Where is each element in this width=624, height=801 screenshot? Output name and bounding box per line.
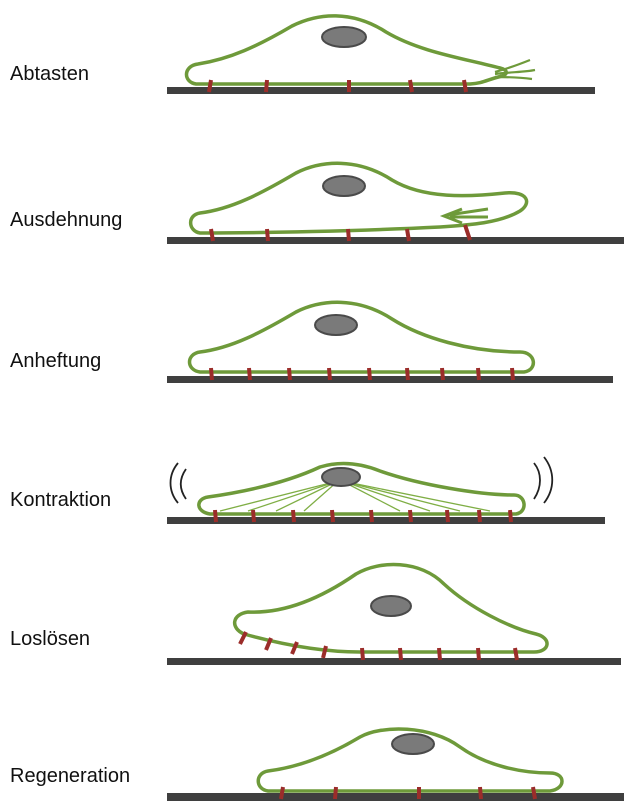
lamellipodium-arrow	[444, 209, 488, 223]
cell-membrane	[199, 464, 524, 514]
cell-nucleus	[371, 596, 411, 616]
ausdehnung-cell-diagram	[0, 133, 624, 266]
substrate-bar	[167, 658, 621, 665]
cell-nucleus	[322, 468, 360, 486]
substrate-bar	[167, 517, 605, 524]
filopodia	[495, 60, 535, 79]
substrate-bar	[167, 87, 595, 94]
vibration-left-icon	[171, 463, 187, 503]
cell-nucleus	[392, 734, 434, 754]
stage-kontraktion: Kontraktion	[0, 399, 624, 532]
substrate-bar	[167, 376, 613, 383]
substrate-bar	[167, 237, 624, 244]
cell-nucleus	[315, 315, 357, 335]
stage-regeneration: Regeneration	[0, 665, 624, 801]
stage-losloesen: Loslösen	[0, 532, 624, 665]
stage-ausdehnung: Ausdehnung	[0, 133, 624, 266]
cell-membrane	[191, 163, 527, 233]
cell-nucleus	[323, 176, 365, 196]
losloesen-cell-diagram	[0, 532, 624, 665]
abtasten-cell-diagram	[0, 0, 624, 133]
substrate-bar	[167, 793, 624, 801]
cell-membrane	[190, 302, 534, 372]
stage-abtasten: Abtasten	[0, 0, 624, 133]
kontraktion-cell-diagram	[0, 399, 624, 532]
regeneration-cell-diagram	[0, 665, 624, 801]
vibration-right-icon	[534, 457, 552, 503]
stage-anheftung: Anheftung	[0, 266, 624, 399]
cell-nucleus	[322, 27, 366, 47]
anheftung-cell-diagram	[0, 266, 624, 399]
adhesion-sites	[240, 632, 517, 660]
